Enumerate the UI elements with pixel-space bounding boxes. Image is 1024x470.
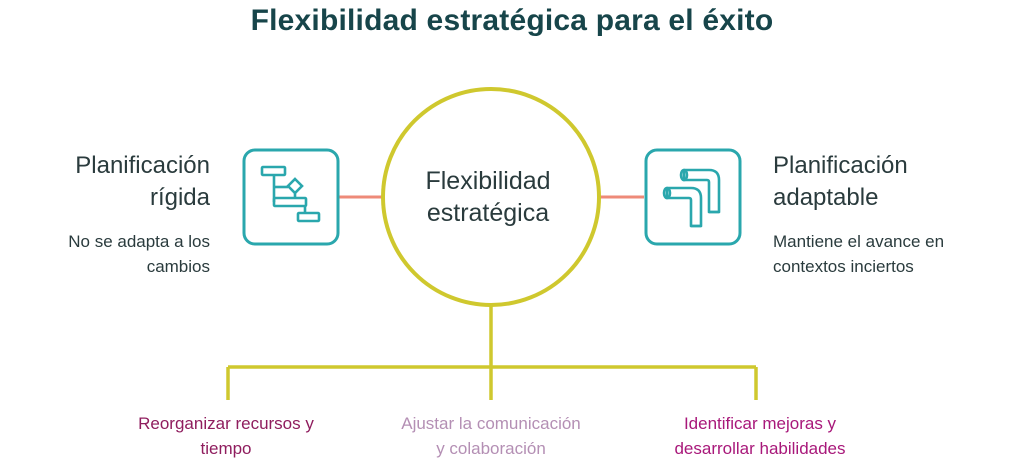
center-label: Flexibilidad estratégica (388, 165, 588, 229)
right-title-line-2: adaptable (773, 184, 879, 211)
left-description: No se adapta a los cambios (68, 229, 210, 279)
left-title-line-1: Planificación (75, 152, 210, 179)
branch-3-line-1: Identificar mejoras y (683, 414, 837, 433)
branch-1-line-2: tiempo (200, 439, 252, 458)
left-title-line-2: rígida (149, 184, 210, 211)
right-title-line-1: Planificación (773, 152, 908, 179)
right-title: Planificación adaptable (773, 150, 908, 214)
left-desc-line-2: cambios (146, 257, 210, 276)
gantt-chart-icon (242, 148, 340, 246)
bent-pipes-icon (644, 148, 742, 246)
branch-3-line-2: desarrollar habilidades (674, 439, 846, 458)
branch-2-line-2: y colaboración (436, 439, 546, 458)
center-label-text: Flexibilidad estratégica (425, 167, 551, 227)
branch-2-line-1: Ajustar la comunicación (401, 414, 581, 433)
right-desc-line-1: Mantiene el avance en (773, 232, 945, 251)
branch-label-2: Ajustar la comunicación y colaboración (361, 411, 621, 461)
branch-label-1: Reorganizar recursos y tiempo (96, 411, 356, 461)
branch-label-3: Identificar mejoras y desarrollar habili… (630, 411, 890, 461)
right-desc-line-2: contextos inciertos (773, 257, 914, 276)
left-title: Planificación rígida (75, 150, 210, 214)
page-title: Flexibilidad estratégica para el éxito (250, 4, 774, 37)
right-description: Mantiene el avance en contextos incierto… (773, 229, 944, 279)
branch-1-line-1: Reorganizar recursos y (138, 414, 314, 433)
left-desc-line-1: No se adapta a los (68, 232, 210, 251)
branch-tree (226, 305, 758, 400)
